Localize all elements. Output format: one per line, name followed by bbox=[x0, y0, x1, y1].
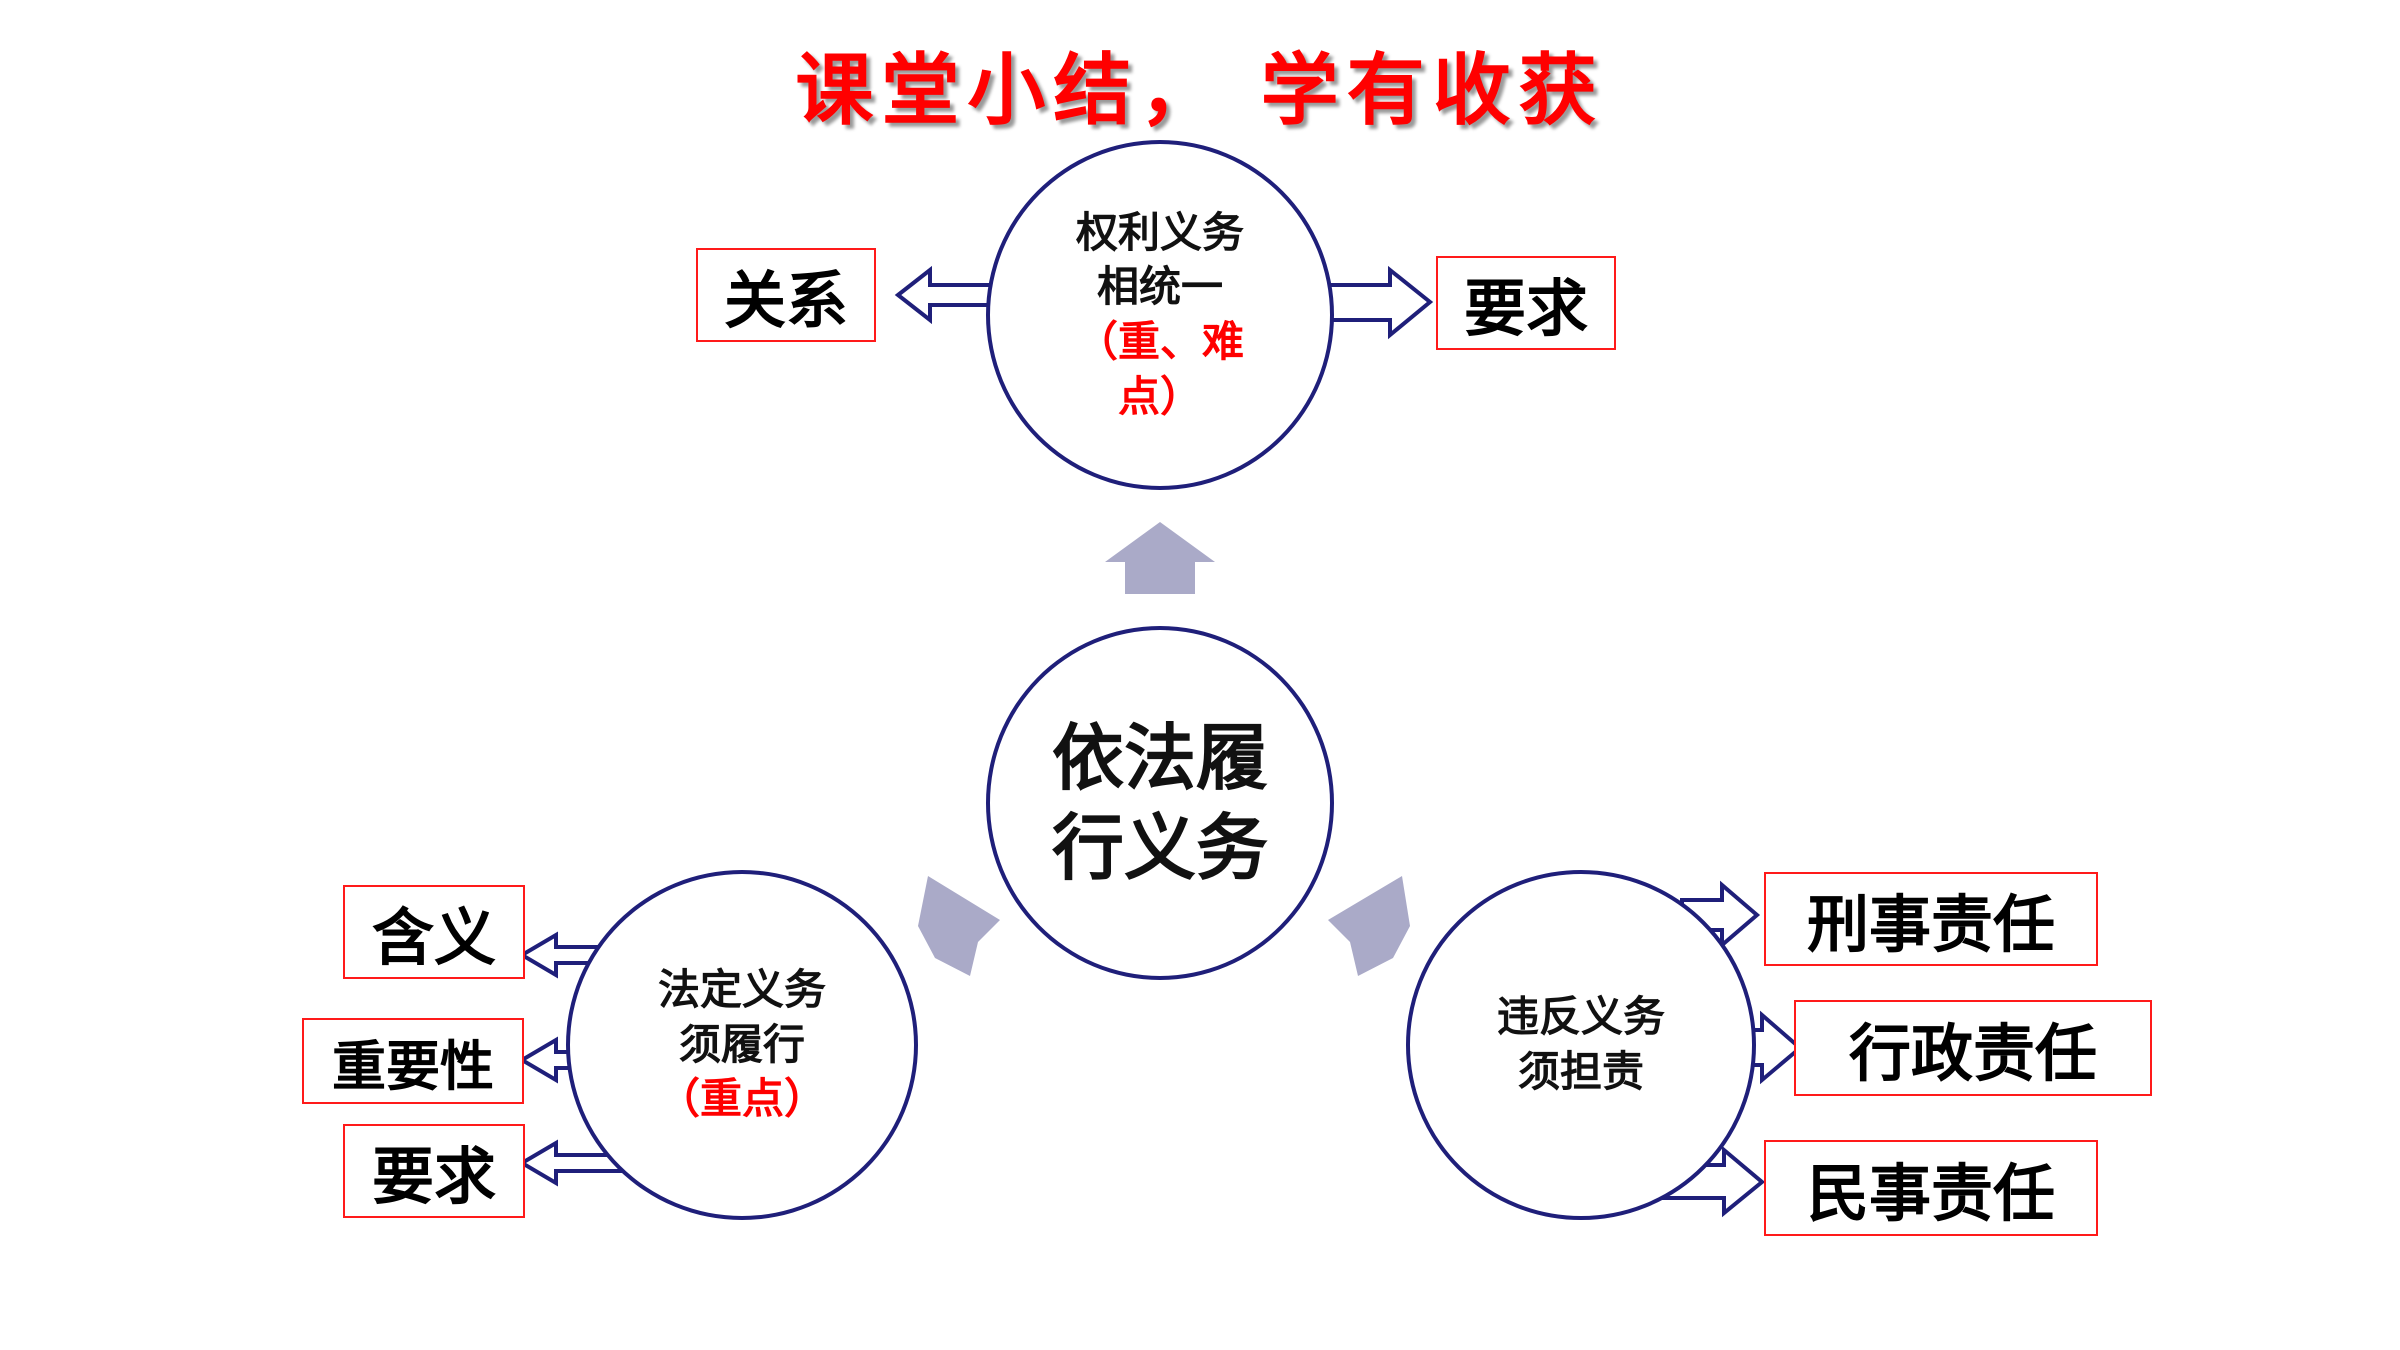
criminal-liability-box: 刑事责任 bbox=[1764, 872, 2098, 966]
top-line-1: 权利义务 bbox=[1075, 207, 1244, 257]
top-note-1: （重、难 bbox=[1075, 317, 1244, 366]
left-line-1: 法定义务 bbox=[657, 965, 826, 1015]
slide-title: 课堂小结， 学有收获 bbox=[795, 45, 1605, 136]
center-line-2: 行义务 bbox=[1051, 806, 1268, 890]
left-note: （重点） bbox=[657, 1074, 826, 1124]
center-line-1: 依法履 bbox=[1051, 716, 1268, 800]
relation-box: 关系 bbox=[696, 248, 876, 342]
left-circle: 法定义务 须履行 （重点） bbox=[566, 870, 918, 1220]
right-line-2: 须担责 bbox=[1517, 1047, 1644, 1096]
meaning-box: 含义 bbox=[343, 885, 525, 979]
up-arrow bbox=[1105, 522, 1215, 594]
requirement-box-left: 要求 bbox=[343, 1124, 525, 1218]
administrative-liability-box: 行政责任 bbox=[1794, 1000, 2152, 1096]
right-line-1: 违反义务 bbox=[1496, 992, 1665, 1042]
down-left-arrow bbox=[918, 876, 1000, 976]
top-note-2: 点） bbox=[1117, 371, 1202, 421]
center-circle: 依法履 行义务 bbox=[986, 626, 1334, 980]
down-right-arrow bbox=[1328, 876, 1410, 976]
right-circle: 违反义务 须担责 bbox=[1406, 870, 1756, 1220]
requirement-box-top: 要求 bbox=[1436, 256, 1616, 350]
top-circle: 权利义务 相统一 （重、难 点） bbox=[986, 140, 1334, 490]
civil-liability-box: 民事责任 bbox=[1764, 1140, 2098, 1236]
top-line-2: 相统一 bbox=[1096, 262, 1223, 312]
left-line-2: 须履行 bbox=[678, 1019, 805, 1069]
importance-box: 重要性 bbox=[302, 1018, 524, 1104]
